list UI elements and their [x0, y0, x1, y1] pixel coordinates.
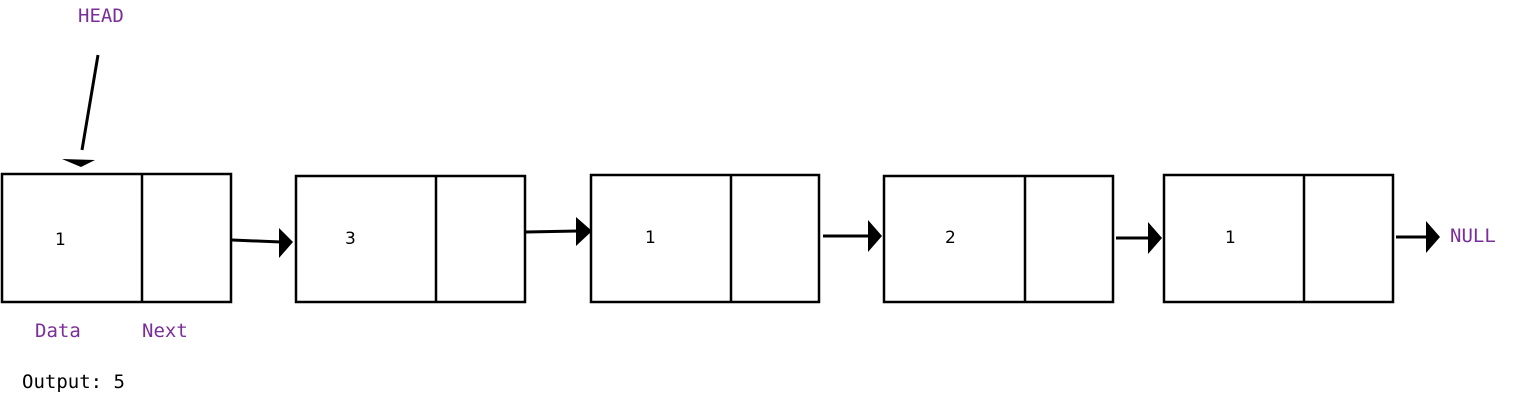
null-label: NULL — [1450, 225, 1496, 247]
node-4: 2 — [882, 174, 1115, 304]
node-1: 1 — [0, 172, 233, 304]
head-pointer-line — [80, 54, 100, 151]
next-arrow-2-head — [576, 217, 592, 246]
node-3-data: 1 — [645, 228, 656, 248]
next-arrow-3-head — [868, 220, 882, 252]
node-5-data: 1 — [1225, 228, 1236, 248]
node-2-data: 3 — [345, 229, 356, 249]
next-arrow-2-line — [525, 229, 579, 234]
data-field-label: Data — [35, 320, 81, 342]
next-arrow-3 — [823, 220, 882, 252]
head-pointer-arrowhead — [62, 159, 95, 167]
next-arrow-4-head — [1148, 222, 1162, 254]
node-1-box — [0, 172, 233, 304]
node-4-box — [882, 174, 1115, 304]
node-3: 1 — [589, 173, 821, 304]
node-5: 1 — [1162, 173, 1395, 304]
next-arrow-1-head — [279, 228, 293, 258]
next-arrow-1-line — [231, 238, 282, 244]
next-arrow-2 — [525, 217, 592, 246]
head-label: HEAD — [78, 5, 124, 27]
node-1-data: 1 — [55, 230, 66, 250]
node-2: 3 — [294, 174, 527, 304]
node-4-data: 2 — [945, 228, 956, 248]
next-field-label: Next — [142, 320, 188, 342]
null-arrow — [1396, 221, 1440, 253]
next-arrow-1 — [231, 228, 293, 258]
node-3-box — [589, 173, 821, 304]
output-text: Output: 5 — [22, 371, 125, 393]
null-arrow-head — [1426, 221, 1440, 253]
node-2-box — [294, 174, 527, 304]
node-5-box — [1162, 173, 1395, 304]
next-arrow-4 — [1116, 222, 1162, 254]
